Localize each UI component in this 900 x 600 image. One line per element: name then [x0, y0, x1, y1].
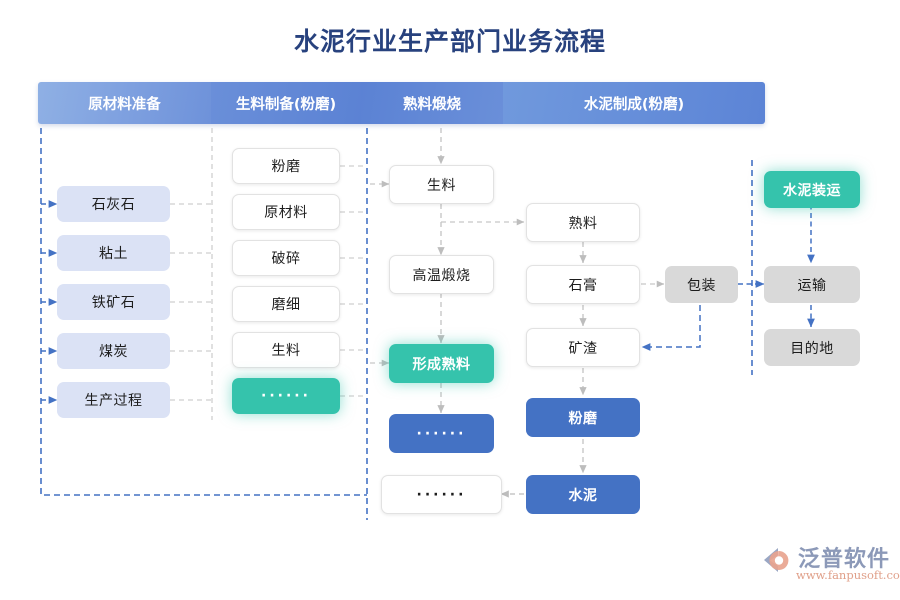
- node-high-temp-calcination[interactable]: 高温煅烧: [389, 255, 494, 294]
- node-form-clinker[interactable]: 形成熟料: [389, 344, 494, 383]
- phase-header-bar: 原材料准备 生料制备(粉磨) 熟料煅烧 水泥制成(粉磨): [38, 82, 765, 124]
- node-gypsum[interactable]: 石膏: [526, 265, 640, 304]
- node-grinding-prep[interactable]: 粉磨: [232, 148, 340, 184]
- node-packing[interactable]: 包装: [665, 266, 738, 303]
- phase-header-cement-making[interactable]: 水泥制成(粉磨): [503, 82, 765, 124]
- node-iron-ore[interactable]: 铁矿石: [57, 284, 170, 320]
- node-more-clinker-burning[interactable]: ······: [389, 414, 494, 453]
- node-raw-meal-col2[interactable]: 生料: [232, 332, 340, 368]
- node-clay[interactable]: 粘土: [57, 235, 170, 271]
- node-coal[interactable]: 煤炭: [57, 333, 170, 369]
- node-raw-material[interactable]: 原材料: [232, 194, 340, 230]
- logo-url: www.fanpusoft.com: [796, 568, 900, 582]
- node-more-raw-meal-prep[interactable]: ······: [232, 378, 340, 414]
- brand-logo: 泛普软件 www.fanpusoft.com: [762, 541, 900, 591]
- node-crushing[interactable]: 破碎: [232, 240, 340, 276]
- node-fine-grinding[interactable]: 磨细: [232, 286, 340, 322]
- node-clinker[interactable]: 熟料: [526, 203, 640, 242]
- page-title: 水泥行业生产部门业务流程: [293, 27, 606, 56]
- logo-name: 泛普软件: [798, 547, 891, 572]
- node-limestone[interactable]: 石灰石: [57, 186, 170, 222]
- fanpu-logo-icon: [764, 548, 789, 572]
- node-cement-shipping[interactable]: 水泥装运: [764, 171, 860, 208]
- node-transport[interactable]: 运输: [764, 266, 860, 303]
- node-destination[interactable]: 目的地: [764, 329, 860, 366]
- node-slag[interactable]: 矿渣: [526, 328, 640, 367]
- node-production-process[interactable]: 生产过程: [57, 382, 170, 418]
- phase-header-clinker-burning[interactable]: 熟料煅烧: [361, 82, 503, 124]
- node-cement[interactable]: 水泥: [526, 475, 640, 514]
- node-grinding-cement[interactable]: 粉磨: [526, 398, 640, 437]
- phase-header-raw-materials[interactable]: 原材料准备: [38, 82, 211, 124]
- node-more-bottom[interactable]: ······: [381, 475, 502, 514]
- node-raw-meal-col3[interactable]: 生料: [389, 165, 494, 204]
- phase-header-raw-meal-prep[interactable]: 生料制备(粉磨): [211, 82, 361, 124]
